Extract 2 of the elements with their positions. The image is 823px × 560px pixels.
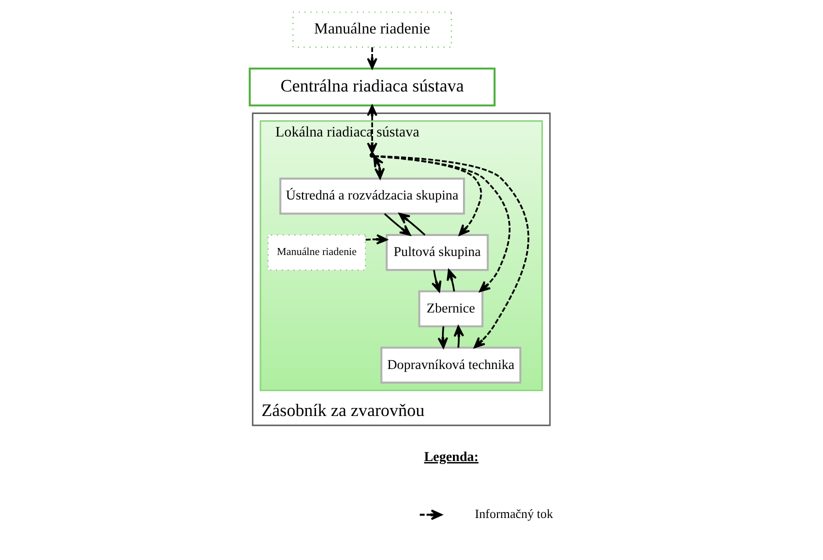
legend-label: Informačný tok: [474, 507, 554, 522]
label: Legenda:: [424, 449, 479, 464]
